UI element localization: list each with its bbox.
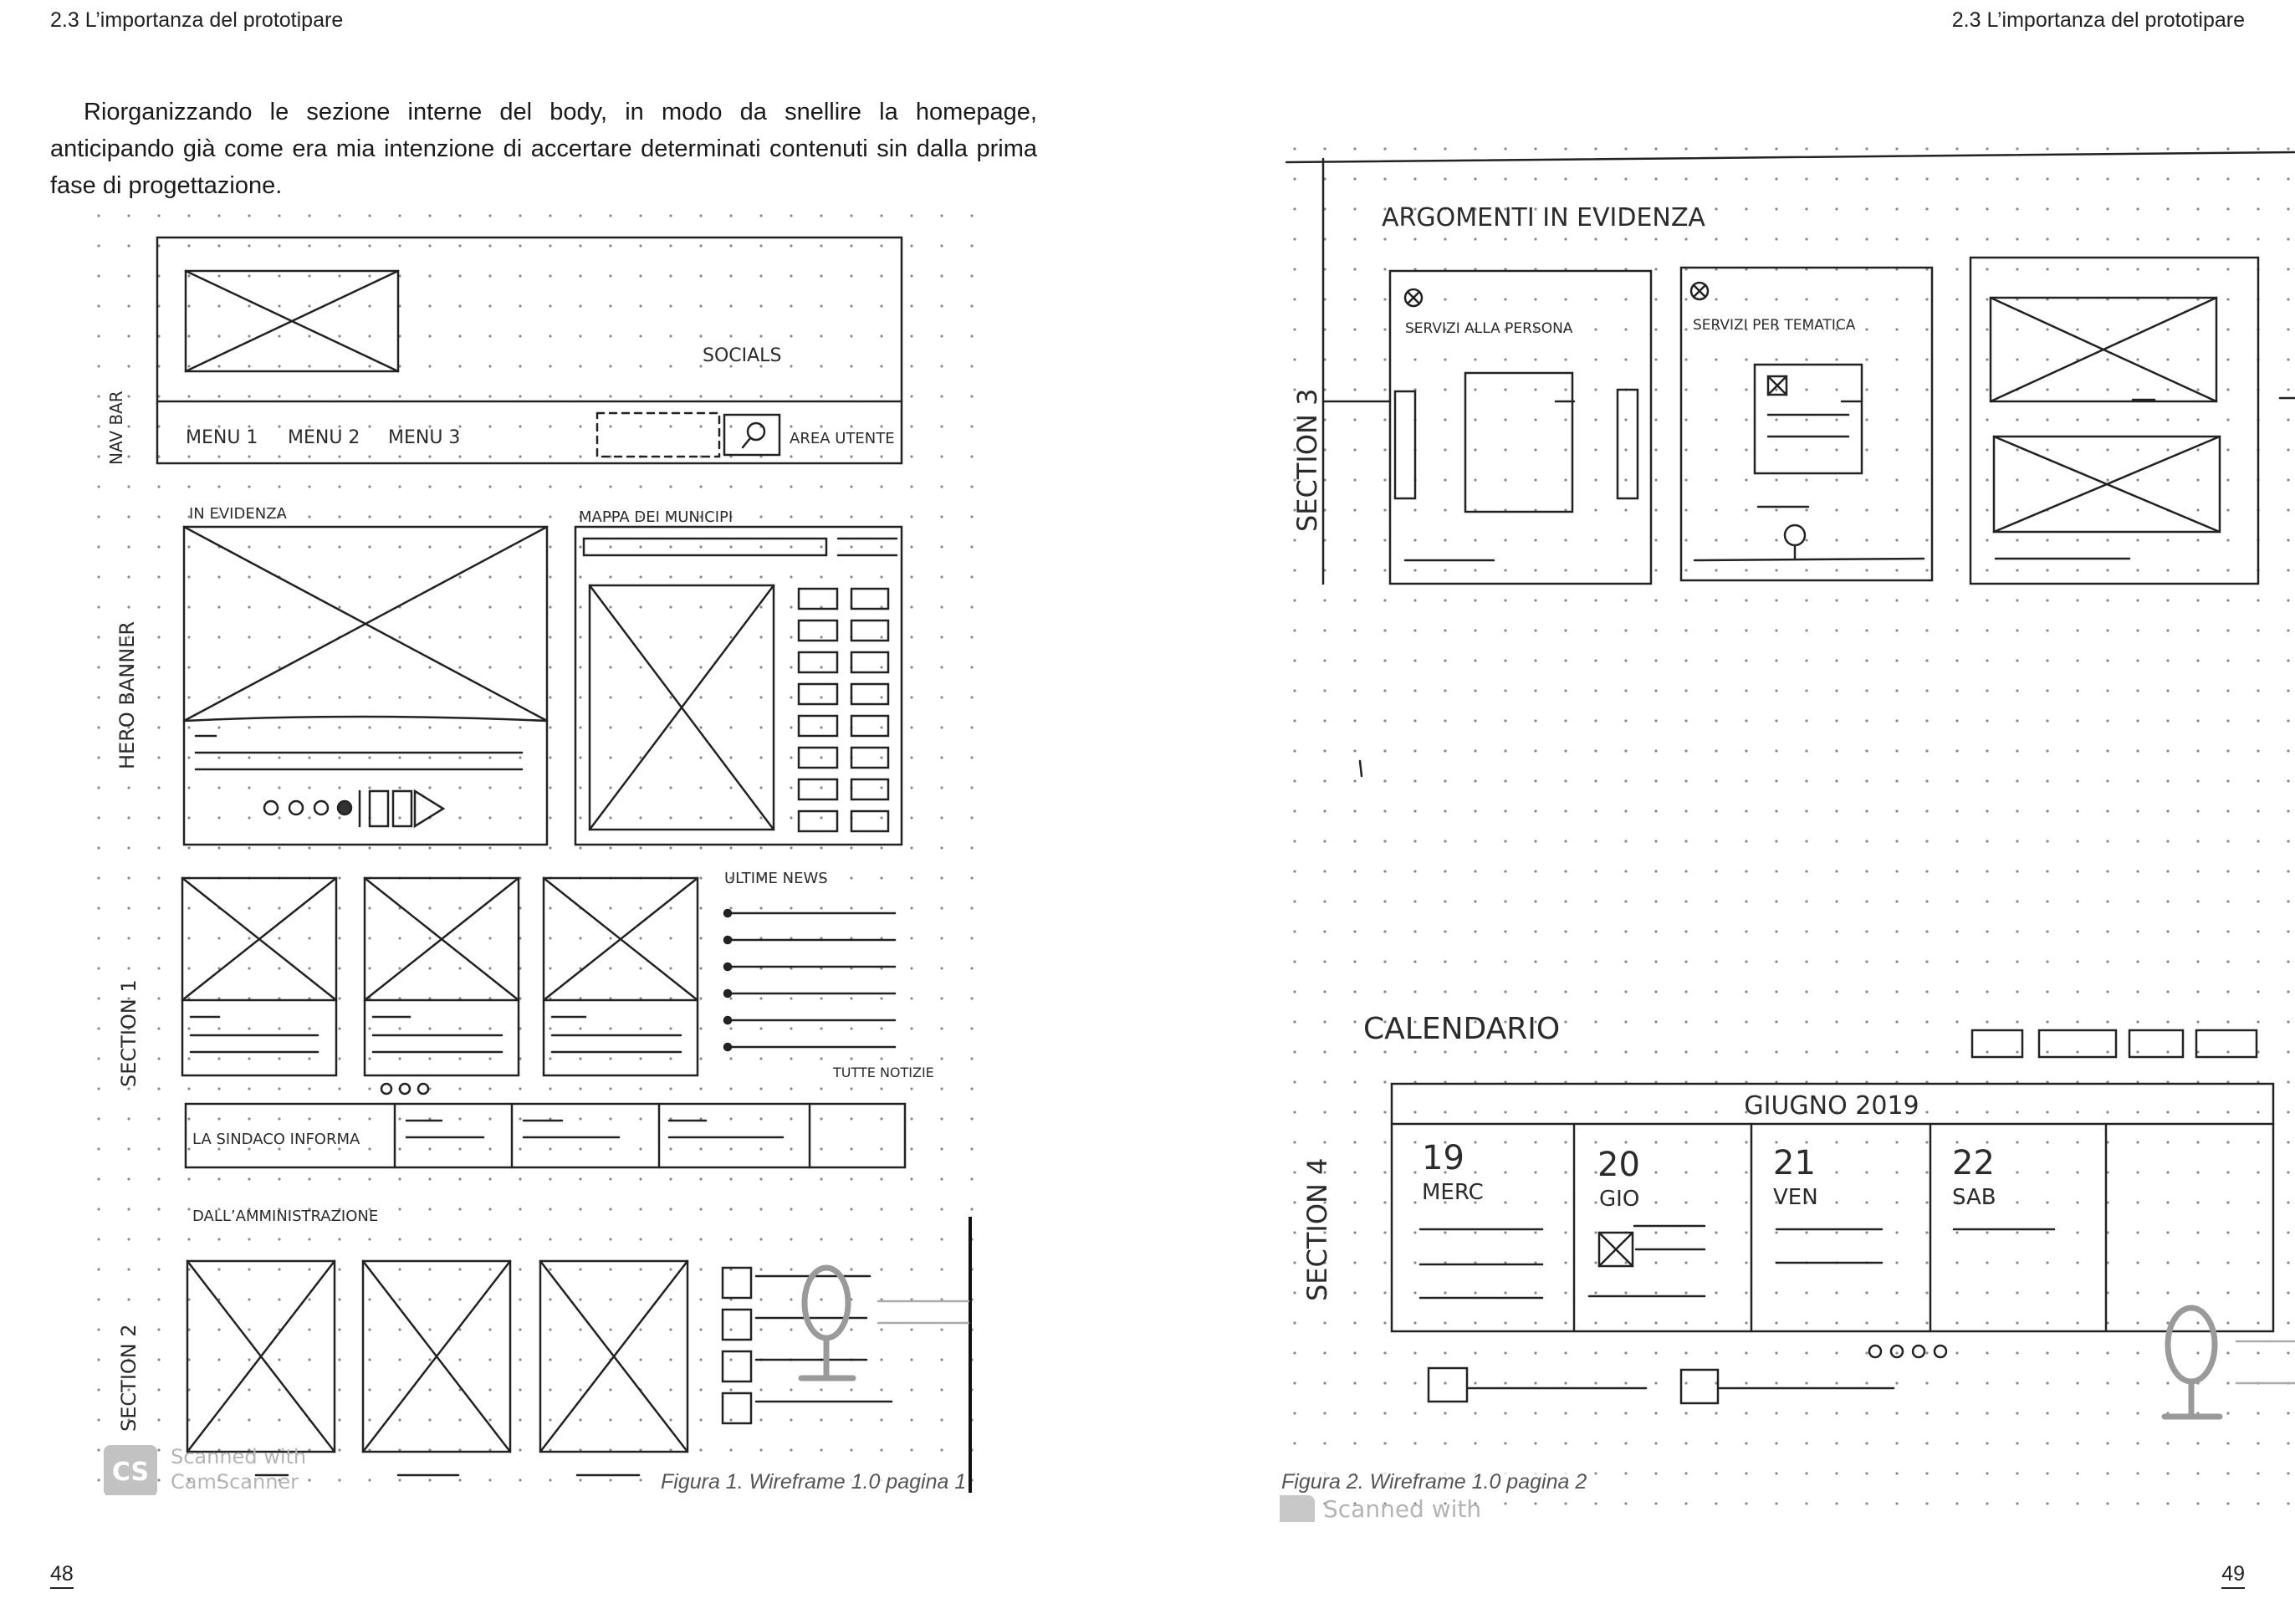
section-2-label: SECTION 2 — [117, 1324, 141, 1432]
card-pagination-dots — [380, 1082, 430, 1095]
wireframe-sketch-1: SOCIALS NAV BAR MENU 1 MENU 2 MENU 3 ARE… — [84, 201, 980, 1495]
argomenti-label: ARGOMENTI IN EVIDENZA — [1382, 203, 1705, 232]
area-utente-label: AREA UTENTE — [790, 430, 895, 447]
day-21-number: 21 — [1773, 1144, 1816, 1182]
watermark-line-2: CamScanner — [171, 1470, 299, 1494]
servizi-tematica-label: SERVIZI PER TEMATICA — [1693, 317, 1856, 334]
right-running-head: 2.3 L’importanza del prototipare — [1951, 8, 2245, 32]
map-image-placeholder — [588, 584, 775, 831]
news-card-3 — [542, 876, 699, 1077]
mappa-municipi-label: MAPPA DEI MUNICIPI — [579, 508, 733, 526]
section-3-label: SECTION 3 — [1291, 388, 1323, 532]
news-card-1 — [181, 876, 338, 1077]
news-card-2 — [363, 876, 520, 1077]
search-field-sketch — [595, 411, 721, 458]
left-page-number: 48 — [50, 1562, 74, 1589]
header-frame — [156, 236, 903, 465]
day-20-number: 20 — [1597, 1146, 1640, 1184]
menu-1-label: MENU 1 — [186, 427, 258, 448]
wireframe-figure-2: ARGOMENTI IN EVIDENZA SERVIZI ALLA PERSO… — [1280, 134, 2295, 1522]
pin-icon — [2161, 1305, 2223, 1420]
section-4-label: SECTION 4 — [1301, 1157, 1333, 1301]
body-paragraph: Riorganizzando le sezione interne del bo… — [50, 99, 1037, 199]
admin-card-1 — [186, 1259, 336, 1453]
wireframe-sketch-2: ARGOMENTI IN EVIDENZA SERVIZI ALLA PERSO… — [1280, 134, 2295, 1522]
calendar-grid — [1390, 1082, 2275, 1333]
sindaco-informa-bar — [184, 1102, 907, 1169]
calendar-month-label: GIUGNO 2019 — [1744, 1091, 1919, 1121]
sindaco-informa-label: LA SINDACO INFORMA — [192, 1131, 360, 1148]
navbar-label: NAV BAR — [106, 391, 126, 465]
day-19-number: 19 — [1422, 1139, 1464, 1177]
tutte-notizie-label: TUTTE NOTIZIE — [832, 1065, 934, 1080]
watermark-line-1: Scanned with — [1323, 1495, 1481, 1522]
camscanner-logo: CS — [112, 1458, 149, 1487]
menu-3-label: MENU 3 — [388, 427, 460, 448]
slider-dots — [263, 799, 353, 816]
admin-card-2 — [361, 1259, 512, 1453]
right-page: 2.3 L’importanza del prototipare — [1148, 0, 2295, 1624]
map-frame — [574, 525, 903, 846]
menu-2-label: MENU 2 — [288, 427, 360, 448]
section-3-top-line — [1285, 151, 2295, 164]
event-checkbox-1 — [1427, 1366, 1469, 1403]
pin-icon — [798, 1264, 856, 1381]
day-21-name: VEN — [1773, 1185, 1818, 1210]
amministrazione-label: DALL’AMMINISTRAZIONE — [192, 1208, 378, 1225]
dot-grid-paper — [1280, 134, 2295, 1522]
calendar-filter-buttons — [1970, 1029, 2258, 1059]
admin-card-3 — [539, 1259, 689, 1453]
right-page-number: 49 — [2221, 1562, 2245, 1589]
left-page: 2.3 L’importanza del prototipare Riorgan… — [50, 8, 1037, 1589]
slider-controls — [358, 789, 446, 829]
topic-card-servizi-persona — [1388, 269, 1653, 585]
day-22-name: SAB — [1952, 1185, 1996, 1210]
left-running-head: 2.3 L’importanza del prototipare — [50, 8, 344, 32]
latest-news-list — [723, 908, 897, 1052]
camscanner-watermark: Scanned with — [1280, 1495, 1481, 1522]
logo-placeholder — [184, 269, 400, 373]
day-20-name: GIO — [1599, 1187, 1639, 1212]
day-19-name: MERC — [1422, 1180, 1484, 1205]
in-evidenza-label: IN EVIDENZA — [189, 505, 288, 523]
figure-2-caption: Figura 2. Wireframe 1.0 pagina 2 — [1281, 1470, 1587, 1494]
day-22-number: 22 — [1952, 1144, 1995, 1182]
hero-banner-frame — [182, 525, 549, 846]
wireframe-figure-1: SOCIALS NAV BAR MENU 1 MENU 2 MENU 3 ARE… — [84, 201, 980, 1495]
servizi-persona-label: SERVIZI ALLA PERSONA — [1405, 320, 1573, 337]
topic-card-images — [1969, 256, 2260, 585]
watermark-line-1: Scanned with — [171, 1445, 306, 1468]
calendar-pagination-dots — [1868, 1344, 1948, 1359]
ultime-news-label: ULTIME NEWS — [724, 870, 828, 887]
figure-1-caption: Figura 1. Wireframe 1.0 pagina 1 — [661, 1470, 967, 1494]
socials-label: SOCIALS — [703, 345, 781, 366]
search-button-sketch — [723, 413, 781, 457]
dot-grid-paper — [84, 201, 980, 1495]
search-icon — [741, 421, 766, 449]
section-1-label: SECTION 1 — [117, 979, 141, 1087]
event-checkbox-2 — [1679, 1368, 1720, 1405]
municipi-buttons — [797, 587, 890, 833]
hero-banner-label: HERO BANNER — [115, 621, 139, 769]
topic-card-servizi-tematica — [1679, 266, 1934, 582]
calendario-label: CALENDARIO — [1363, 1012, 1560, 1046]
camscanner-watermark: CS Scanned with CamScanner — [104, 1445, 306, 1495]
